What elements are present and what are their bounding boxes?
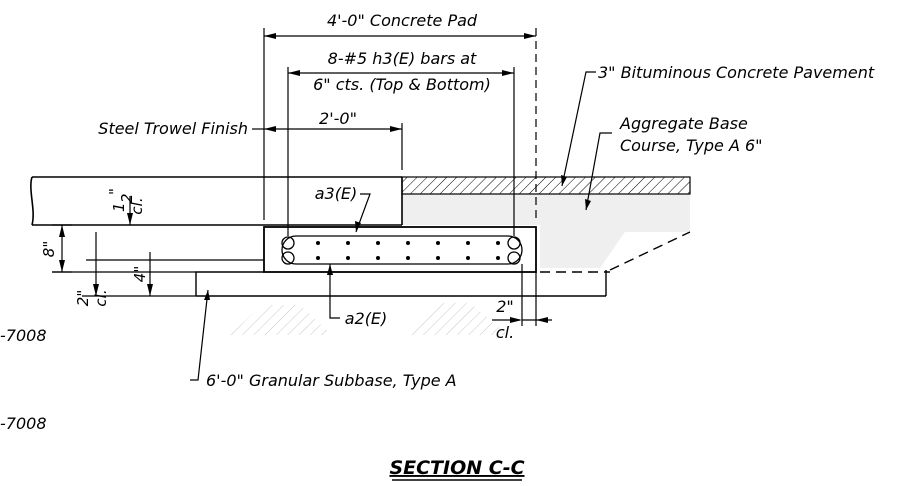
aggregate-label-line2: Course, Type A 6" [620, 136, 763, 155]
leader-lines [190, 71, 612, 381]
leader-arrowheads [204, 175, 591, 300]
rebar-cage [281, 235, 523, 265]
aggregate-label-line1: Aggregate Base [619, 114, 748, 133]
pad-width-label: 4'-0" Concrete Pad [327, 11, 478, 30]
arrowheads [59, 33, 548, 323]
dim-2-label: 2" [74, 290, 92, 306]
trowel-label: Steel Trowel Finish [98, 119, 248, 138]
svg-text:": " [106, 188, 124, 195]
concrete-pad [263, 226, 537, 273]
aggregate-base-region [402, 194, 690, 268]
a2-label: a2(E) [345, 309, 388, 328]
dim-4-label: 4" [131, 266, 149, 282]
rebar-dots [316, 241, 500, 260]
svg-text:2: 2 [118, 193, 136, 203]
reference-label-2: -7008 [0, 414, 47, 433]
pavement-label: 3" Bituminous Concrete Pavement [598, 63, 875, 82]
bars-label-line2: 6" cts. (Top & Bottom) [313, 75, 491, 94]
svg-text:1: 1 [110, 202, 128, 212]
soil-hatch [230, 303, 508, 335]
dim-8-label: 8" [40, 241, 58, 257]
bars-label-line1: 8-#5 h3(E) bars at [328, 49, 477, 68]
dimension-lines [52, 28, 552, 326]
two-ft-label: 2'-0" [319, 109, 357, 128]
section-title: SECTION C-C [389, 457, 524, 479]
clearance-cl-label-bottom: cl. [92, 289, 110, 306]
subbase-label: 6'-0" Granular Subbase, Type A [206, 371, 457, 390]
reference-label-1: -7008 [0, 326, 47, 345]
dim-2-right-label: 2" [496, 297, 514, 316]
clearance-cl-label-top: cl. [128, 197, 146, 214]
clearance-half-label: 1 2 " [106, 188, 136, 212]
a3-label: a3(E) [315, 184, 358, 203]
pavement-hatch [401, 176, 691, 195]
dim-2-right-cl-label: cl. [496, 323, 514, 342]
